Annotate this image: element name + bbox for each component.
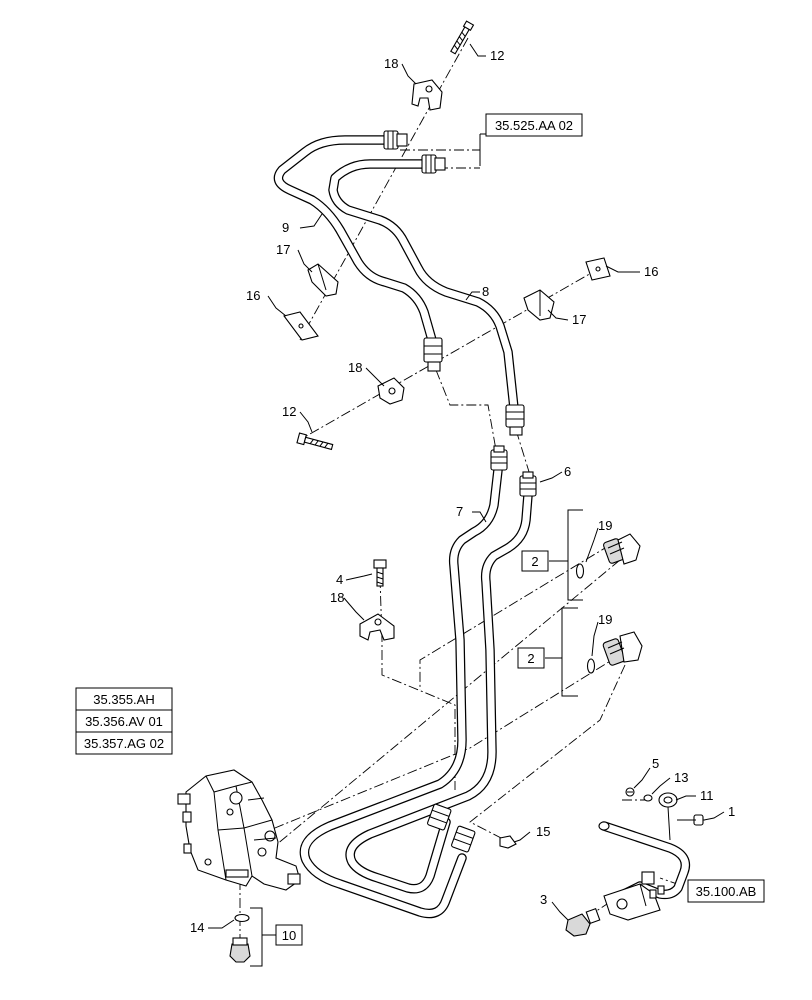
callout-19-upper: 19 — [598, 518, 612, 533]
tube-9-fitting-upper — [383, 130, 408, 150]
tube-8-fitting-upper — [421, 154, 446, 174]
callout-18-lower: 18 — [330, 590, 344, 605]
control-valve — [177, 769, 301, 891]
clamp-18-middle — [377, 377, 405, 405]
callout-13: 13 — [674, 770, 688, 785]
bracket-17-right — [523, 289, 555, 321]
ref-box-10: 10 — [275, 924, 303, 946]
callout-4: 4 — [336, 572, 343, 587]
callout-12-lower: 12 — [282, 404, 296, 419]
ref-box-2a: 2 — [521, 550, 549, 572]
callout-1: 1 — [728, 804, 735, 819]
leader-lines — [208, 43, 725, 929]
callout-11: 11 — [700, 788, 714, 803]
ref-text-valve-2: 35.356.AV 01 — [85, 714, 163, 729]
tube-9 — [273, 130, 443, 372]
callout-5: 5 — [652, 756, 659, 771]
callout-7: 7 — [456, 504, 463, 519]
tube-8 — [328, 154, 525, 436]
callout-12-top: 12 — [490, 48, 504, 63]
callout-10: 10 — [282, 928, 296, 943]
ref-text-right: 35.100.AB — [696, 884, 757, 899]
callout-14: 14 — [190, 920, 204, 935]
plate-16-left — [283, 311, 319, 341]
bolt-4 — [373, 559, 387, 587]
assembly-centerlines — [237, 37, 705, 955]
callout-6: 6 — [564, 464, 571, 479]
plate-16-right — [585, 257, 611, 281]
tee-fitting — [603, 871, 665, 921]
plug-10 — [229, 937, 251, 963]
ref-box-right[interactable]: 35.100.AB — [687, 879, 765, 903]
clip-11 — [658, 792, 678, 841]
ref-text-top: 35.525.AA 02 — [495, 118, 573, 133]
clamp-18-lower — [359, 613, 395, 641]
callout-18-top: 18 — [384, 56, 398, 71]
tube-6-fitting-lower — [427, 803, 452, 831]
clamp-18-top — [411, 79, 443, 111]
bolt-12-lower — [296, 432, 334, 451]
callout-2-lower: 2 — [527, 651, 534, 666]
ref-box-valve[interactable]: 35.355.AH 35.356.AV 01 35.357.AG 02 — [75, 687, 173, 755]
ref-text-valve-1: 35.355.AH — [93, 692, 154, 707]
screw-5 — [625, 787, 635, 797]
tube-6 — [345, 471, 537, 894]
tube-7-fitting-lower — [451, 825, 476, 853]
callout-16-left: 16 — [246, 288, 260, 303]
fitting-19-upper — [575, 533, 641, 579]
callout-18-middle: 18 — [348, 360, 362, 375]
ref-box-top[interactable]: 35.525.AA 02 — [485, 113, 583, 137]
callout-2-upper: 2 — [531, 554, 538, 569]
brace-2-upper — [549, 509, 583, 601]
brace-10 — [250, 907, 276, 967]
callout-15: 15 — [536, 824, 550, 839]
callout-17-right: 17 — [572, 312, 586, 327]
brace-2-lower — [545, 607, 578, 697]
tube-8-fitting-lower — [505, 404, 525, 436]
callout-19-lower: 19 — [598, 612, 612, 627]
callout-8: 8 — [482, 284, 489, 299]
nut-15 — [499, 835, 517, 849]
tube-6-fitting-upper — [519, 471, 537, 497]
callout-3: 3 — [540, 892, 547, 907]
o-ring-14 — [234, 913, 250, 923]
callout-numbers: 12 18 9 17 16 16 17 8 18 12 7 6 19 19 4 … — [190, 48, 735, 935]
tube-7-fitting-upper — [490, 445, 508, 471]
callout-16-right: 16 — [644, 264, 658, 279]
tube-9-fitting-lower — [423, 337, 443, 372]
ref-text-valve-3: 35.357.AG 02 — [84, 736, 164, 751]
tube-7 — [299, 445, 508, 919]
callout-9: 9 — [282, 220, 289, 235]
plug-3 — [565, 907, 601, 937]
callout-17-left: 17 — [276, 242, 290, 257]
fitting-19-lower — [586, 631, 643, 674]
bracket-17-left — [307, 263, 339, 297]
bracket-top-ref — [479, 133, 490, 166]
ref-box-2b: 2 — [517, 647, 545, 669]
bolt-12-top — [450, 20, 475, 55]
screw-1 — [686, 814, 704, 826]
washer-13 — [643, 794, 653, 802]
